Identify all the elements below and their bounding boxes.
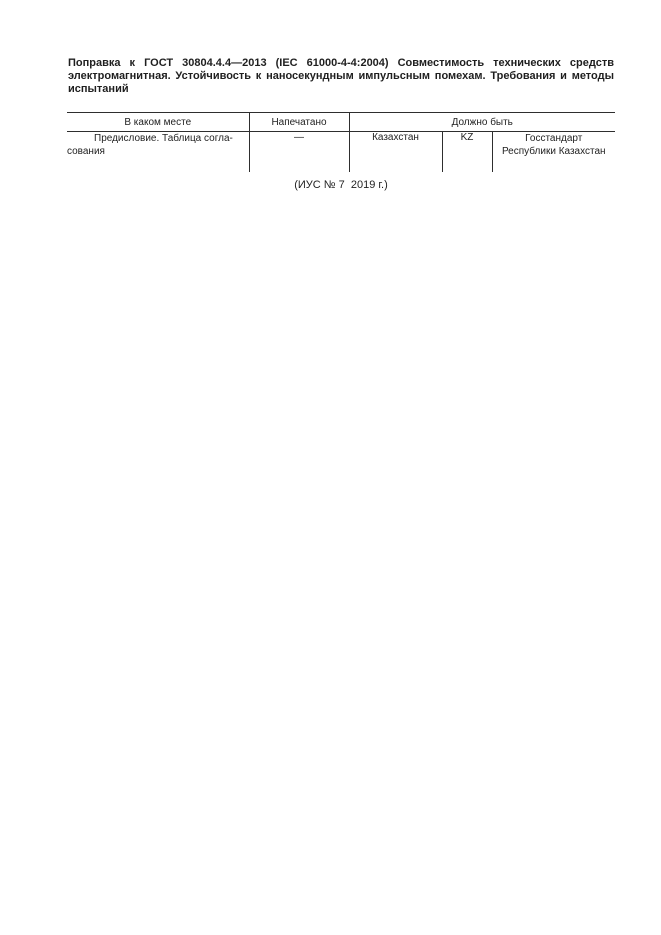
cell-authority-line-2: Республики Казахстан: [501, 146, 606, 157]
correction-heading: Поправка к ГОСТ 30804.4.4—2013 (IEC 6100…: [68, 57, 614, 95]
corrections-table: В каком месте Напечатано Должно быть Пре…: [67, 112, 615, 172]
ius-caption: (ИУС № 7 2019 г.): [294, 179, 388, 191]
cell-authority-line-1: Госстандарт: [525, 133, 583, 144]
cell-location: Предисловие. Таблица согла- сования: [67, 131, 250, 172]
table-row: Предисловие. Таблица согла- сования — Ка…: [67, 131, 615, 173]
cell-country: Казахстан: [349, 131, 443, 172]
col-header-should-be: Должно быть: [349, 112, 615, 132]
cell-location-line-1: Предисловие. Таблица согла-: [94, 133, 233, 144]
cell-authority: Госстандарт Республики Казахстан: [492, 132, 615, 173]
cell-country-code: KZ: [442, 131, 493, 172]
col-header-printed: Напечатано: [249, 112, 350, 132]
cell-printed: —: [249, 131, 350, 172]
col-header-location: В каком месте: [67, 112, 250, 132]
cell-location-line-2: сования: [67, 146, 105, 157]
table-header-row: В каком месте Напечатано Должно быть: [67, 112, 615, 132]
